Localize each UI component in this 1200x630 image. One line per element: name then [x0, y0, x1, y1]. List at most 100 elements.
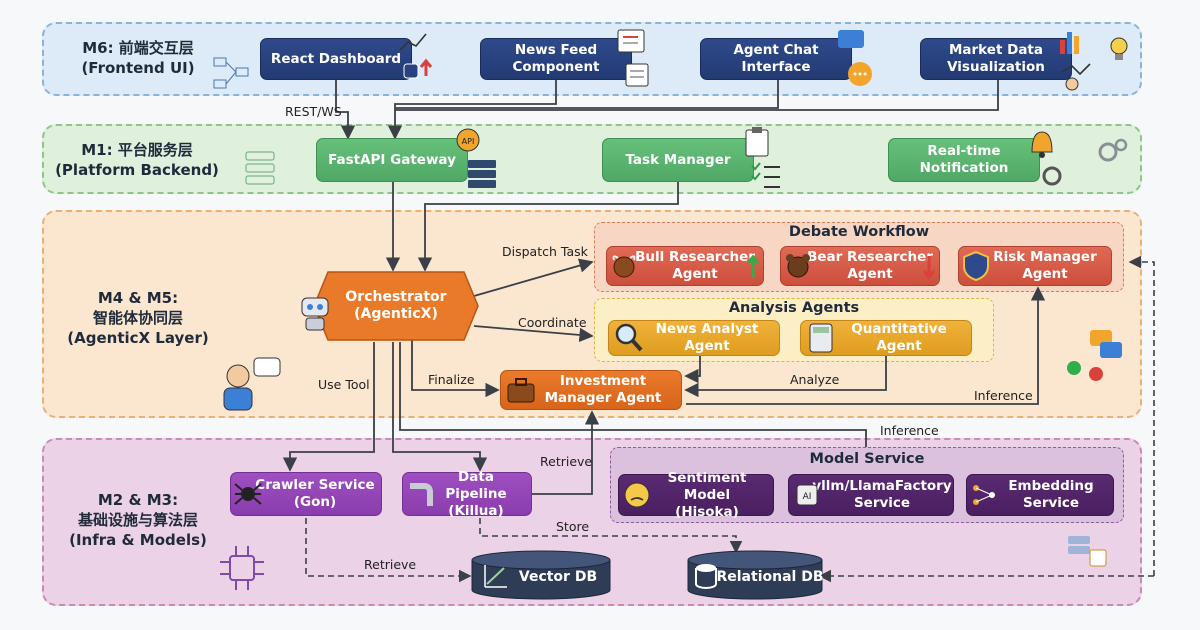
notification-line2: Notification [919, 160, 1009, 176]
svg-text:AI: AI [803, 492, 812, 502]
person-chat-icon [223, 357, 281, 411]
edge-coordinate [473, 325, 594, 343]
svg-text:API: API [462, 137, 475, 146]
label-use-tool: Use Tool [318, 377, 370, 392]
sentiment-model-box[interactable]: Sentiment Model (Hisoka) [618, 470, 774, 520]
relational-db-cylinder[interactable] [686, 550, 824, 600]
crawler-line1: Crawler Service [255, 477, 375, 493]
spider-icon [234, 483, 262, 505]
crawler-line2: (Gon) [293, 494, 337, 510]
vllm-line1: vllm/LlamaFactory [812, 478, 952, 494]
bear-icon [786, 254, 810, 278]
vllm-line2: Service [853, 495, 911, 511]
vector-db-cylinder[interactable] [470, 550, 612, 600]
newspaper-icon [617, 29, 649, 87]
m45-title2: 智能体协同层 [92, 309, 183, 327]
shield-icon [963, 250, 989, 282]
calculator-icon [809, 323, 833, 353]
task-manager-label: Task Manager [625, 151, 731, 168]
quant-line2: Agent [876, 338, 922, 354]
market-viz-line2: Visualization [947, 59, 1045, 75]
react-dashboard-box[interactable]: React Dashboard [260, 38, 412, 80]
bar-chart-hand-icon [1060, 32, 1091, 91]
news-analyst-line2: Agent [684, 338, 730, 354]
bull-line2: Agent [672, 266, 718, 282]
agent-chat-box[interactable]: Agent Chat Interface [700, 38, 852, 80]
orchestrator-line1: Orchestrator [345, 289, 447, 305]
edge-newsfeed-fastapi [387, 80, 557, 140]
bull-line1: Bull Researcher [635, 249, 755, 265]
quant-line1: Quantitative [851, 321, 947, 337]
lightbulb-icon [1110, 37, 1128, 60]
bear-line2: Agent [847, 266, 893, 282]
debate-workflow-title: Debate Workflow [788, 224, 930, 240]
risk-line1: Risk Manager [993, 249, 1097, 265]
sentiment-line2: (Hisoka) [675, 503, 739, 520]
down-arrow-icon [922, 256, 936, 280]
agent-chat-line2: Interface [741, 59, 811, 75]
m23-subtitle: (Infra & Models) [69, 531, 207, 549]
database-icon [695, 564, 717, 589]
ai-chip-icon: AI [796, 484, 818, 506]
market-viz-line1: Market Data [948, 42, 1043, 58]
chip-circuit-icon [220, 546, 264, 590]
label-store: Store [556, 519, 590, 534]
m23-title: M2 & M3: [97, 491, 179, 509]
edge-taskmanager-orchestrator [417, 182, 679, 272]
bull-icon [612, 255, 636, 278]
m6-label: M6: 前端交互层 (Frontend UI) [58, 38, 218, 78]
edge-finalize [411, 340, 500, 398]
clipboard-checklist-icon [745, 127, 780, 188]
edge-pipeline-relationaldb [479, 518, 743, 554]
sentiment-line1: Sentiment Model [667, 469, 747, 503]
notification-box[interactable]: Real-time Notification [888, 138, 1040, 182]
m1-label: M1: 平台服务层 (Platform Backend) [52, 140, 222, 180]
vllm-service-box[interactable]: vllm/LlamaFactory Service [788, 474, 954, 516]
analysis-agents-title: Analysis Agents [728, 300, 860, 316]
task-manager-box[interactable]: Task Manager [602, 138, 754, 182]
edge-inference-model [399, 342, 867, 447]
edge-market-fastapi [395, 80, 999, 111]
network-icon [973, 485, 995, 505]
investment-line1: Investment [559, 373, 647, 389]
robot-icon [301, 297, 329, 331]
label-coordinate: Coordinate [518, 315, 587, 330]
edge-relational-risk [1128, 255, 1155, 576]
label-finalize: Finalize [428, 372, 475, 387]
m23-title2: 基础设施与算法层 [77, 511, 198, 529]
m45-title: M4 & M5: [97, 289, 179, 307]
fastapi-label: FastAPI Gateway [328, 151, 456, 168]
m45-label: M4 & M5: 智能体协同层 (AgenticX Layer) [58, 288, 218, 348]
pipeline-line1: Data Pipeline [445, 468, 507, 502]
label-inference-risk: Inference [974, 388, 1033, 403]
up-arrow-icon [746, 254, 760, 278]
news-analyst-box[interactable]: News Analyst Agent [608, 320, 780, 356]
platform-server-icon [245, 151, 275, 185]
market-viz-box[interactable]: Market Data Visualization [920, 38, 1072, 80]
edge-news-analyst-investment [684, 356, 701, 384]
notification-line1: Real-time [927, 143, 1001, 159]
risk-line2: Agent [1022, 266, 1068, 282]
pipe-icon [410, 483, 433, 506]
label-retrieve-vector: Retrieve [364, 557, 417, 572]
m6-subtitle: (Frontend UI) [81, 59, 195, 77]
m1-title: M1: 平台服务层 [81, 141, 193, 159]
edge-inference-risk [686, 286, 1046, 405]
label-rest-ws: REST/WS [285, 104, 342, 119]
investment-line2: Manager Agent [544, 390, 662, 406]
news-feed-box[interactable]: News Feed Component [480, 38, 632, 80]
news-feed-line2: Component [512, 59, 600, 75]
crawler-service-box[interactable]: Crawler Service (Gon) [230, 472, 382, 516]
label-inference-model: Inference [880, 423, 939, 438]
model-service-title: Model Service [809, 451, 925, 467]
news-analyst-line1: News Analyst [655, 321, 759, 337]
fastapi-gateway-box[interactable]: FastAPI Gateway [316, 138, 468, 182]
magnifier-icon [615, 323, 643, 352]
edge-use-tool [282, 342, 375, 472]
embedding-service-box[interactable]: Embedding Service [966, 474, 1114, 516]
m6-title: M6: 前端交互层 [82, 39, 194, 57]
frontend-flow-icon [213, 57, 249, 89]
pipeline-line2: (Killua) [448, 502, 504, 519]
data-pipeline-box[interactable]: Data Pipeline (Killua) [402, 468, 532, 519]
